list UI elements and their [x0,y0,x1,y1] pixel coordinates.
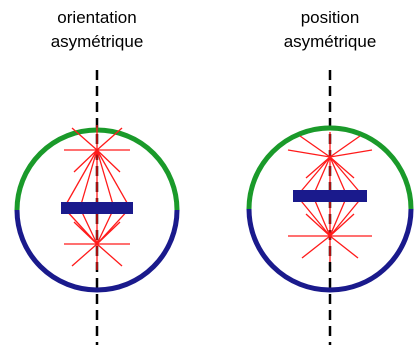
left-spindle [64,125,130,270]
right-metaphase-plate [293,190,367,202]
left-metaphase-plate [61,202,133,214]
right-cell [249,70,411,345]
left-cell [17,70,177,345]
